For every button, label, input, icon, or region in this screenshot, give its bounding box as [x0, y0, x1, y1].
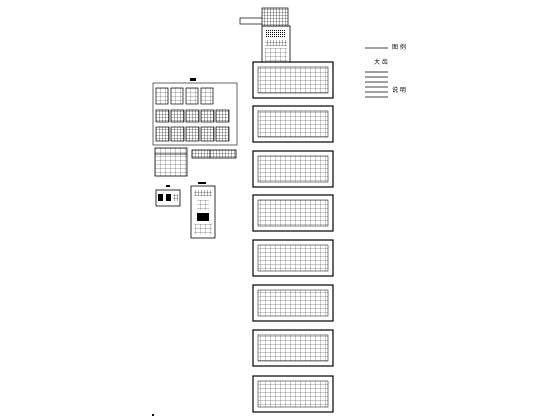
thumbnail: [155, 87, 169, 105]
thumb-group-label: [190, 78, 196, 81]
thumbnail: [155, 126, 170, 142]
drawing-sheet: [252, 194, 334, 232]
thumbnail-row-top: [155, 87, 214, 105]
thumbnail: [170, 87, 184, 105]
legend-entry-3: 说 明: [392, 87, 406, 94]
thumbnail: [215, 109, 230, 123]
thumbnail: [215, 126, 230, 142]
origin-mark: [152, 414, 154, 416]
thumbnail: [185, 126, 200, 142]
thumbnail: [200, 87, 214, 105]
thumbnail: [185, 87, 199, 105]
schedule-table: [154, 147, 188, 177]
drawing-sheet: [252, 284, 334, 322]
drawing-sheet: [252, 150, 334, 188]
thumbnail: [170, 109, 185, 123]
thumbnail-row-middle: [155, 109, 230, 123]
legend-block: [365, 47, 388, 98]
thumbnail-row-bottom: [155, 126, 230, 142]
thumbnail: [200, 126, 215, 142]
legend-entry-1: 图 例: [392, 44, 406, 51]
legend-entry-2: 大 齿: [374, 59, 388, 66]
sheet-column: [252, 61, 334, 413]
thumbnail: [200, 109, 215, 123]
drawing-sheet: [252, 375, 334, 413]
drawing-sheet: [252, 329, 334, 367]
detail-box: [155, 185, 181, 207]
drawing-sheet: [252, 105, 334, 143]
drawing-sheet: [252, 239, 334, 277]
thumbnail: [170, 126, 185, 142]
column-detail: [190, 182, 216, 239]
thumbnail-group-frame: [152, 82, 238, 146]
strip-table: [191, 149, 237, 159]
thumbnail: [155, 109, 170, 123]
thumbnail: [185, 109, 200, 123]
cover-sheet: [239, 7, 291, 67]
drawing-sheet: [252, 61, 334, 99]
